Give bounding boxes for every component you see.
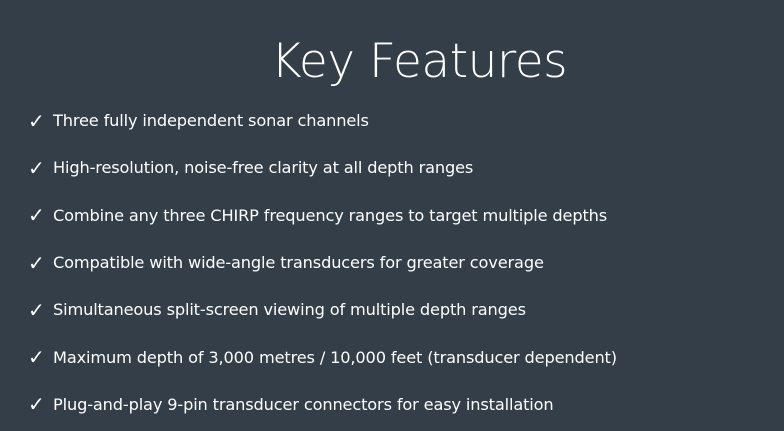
check-icon: ✓ (28, 203, 45, 228)
page-title: Key Features (270, 34, 568, 89)
check-icon: ✓ (28, 392, 45, 417)
check-icon: ✓ (28, 345, 45, 370)
feature-item: ✓ Three fully independent sonar channels (28, 97, 617, 144)
feature-label: High-resolution, noise-free clarity at a… (53, 158, 474, 178)
feature-label: Compatible with wide-angle transducers f… (53, 253, 544, 273)
feature-item: ✓ Simultaneous split-screen viewing of m… (28, 286, 617, 333)
check-icon: ✓ (28, 108, 45, 133)
feature-label: Maximum depth of 3,000 metres / 10,000 f… (53, 347, 617, 367)
feature-list: ✓ Three fully independent sonar channels… (28, 97, 617, 428)
feature-label: Simultaneous split-screen viewing of mul… (53, 300, 526, 320)
check-icon: ✓ (28, 297, 45, 322)
feature-label: Combine any three CHIRP frequency ranges… (53, 205, 608, 225)
feature-item: ✓ High-resolution, noise-free clarity at… (28, 144, 617, 191)
check-icon: ✓ (28, 155, 45, 180)
feature-item: ✓ Compatible with wide-angle transducers… (28, 239, 617, 286)
feature-label: Three fully independent sonar channels (53, 111, 369, 131)
feature-item: ✓ Combine any three CHIRP frequency rang… (28, 192, 617, 239)
feature-label: Plug-and-play 9-pin transducer connector… (53, 394, 554, 414)
feature-item: ✓ Maximum depth of 3,000 metres / 10,000… (28, 333, 617, 380)
check-icon: ✓ (28, 250, 45, 275)
feature-item: ✓ Plug-and-play 9-pin transducer connect… (28, 381, 617, 428)
